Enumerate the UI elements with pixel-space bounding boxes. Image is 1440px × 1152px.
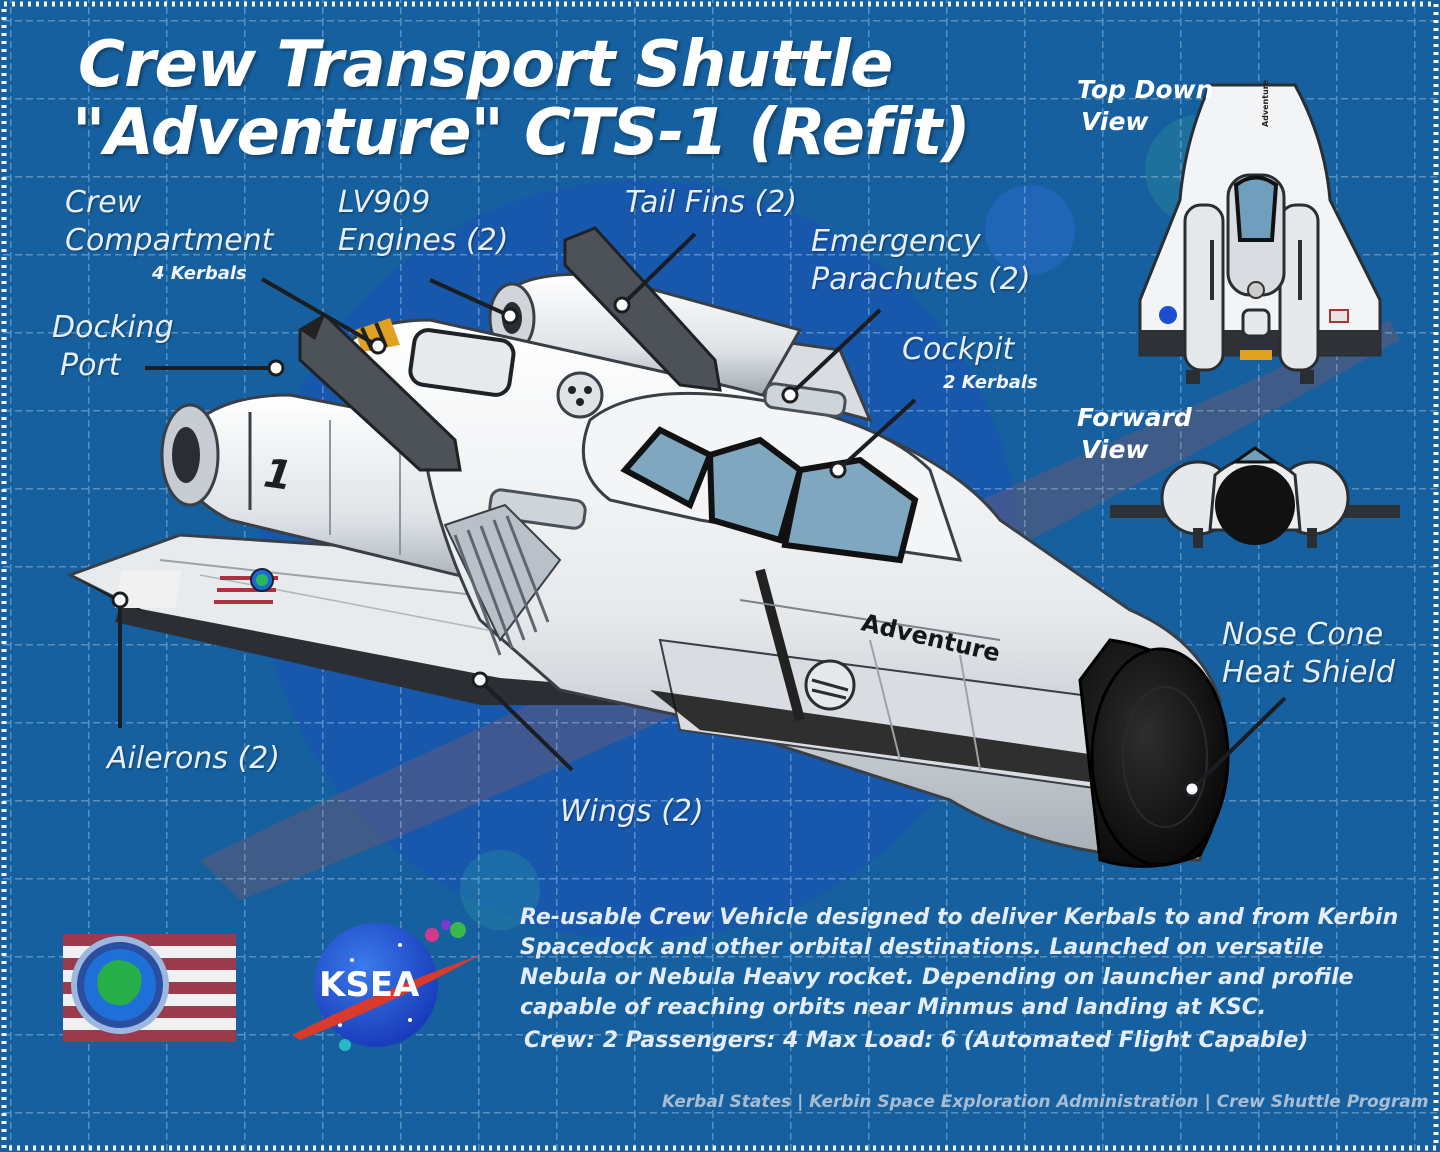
callout-crew-sub: 4 Kerbals — [152, 263, 247, 284]
callout-lines — [118, 232, 1287, 791]
callout-nose-line1: Nose Cone — [1222, 617, 1384, 652]
footer-credit: Kerbal States | Kerbin Space Exploration… — [662, 1092, 1429, 1112]
tail-fin-right — [563, 226, 722, 392]
callout-crew-line2: Compartment — [65, 223, 274, 258]
callout-wings: Wings (2) — [560, 794, 704, 829]
shuttle-illustration — [66, 226, 1287, 868]
ksea-logo-text: KSEA — [319, 965, 420, 1005]
view-label-top-down-line1: Top Down — [1077, 75, 1214, 104]
forward-view-illustration — [1110, 446, 1400, 548]
callout-nose-line2: Heat Shield — [1222, 655, 1395, 690]
top-down-view-illustration — [1138, 83, 1382, 384]
callout-ailerons: Ailerons (2) — [107, 741, 281, 776]
view-label-top-down-line2: View — [1081, 107, 1149, 136]
callout-engines-line2: Engines (2) — [338, 223, 509, 258]
view-label-forward-line2: View — [1081, 435, 1149, 464]
top-view-name-marking: Adventure — [1261, 79, 1270, 127]
callout-tail-fins: Tail Fins (2) — [625, 185, 798, 220]
wing-flag-icon — [114, 568, 278, 608]
ksea-logo-icon — [292, 920, 480, 1051]
stats-text: Crew: 2 Passengers: 4 Max Load: 6 (Autom… — [524, 1028, 1309, 1053]
title-line-2: "Adventure" CTS-1 (Refit) — [72, 96, 971, 170]
callout-crew-line1: Crew — [65, 185, 142, 220]
callout-engines-line1: LV909 — [338, 185, 431, 220]
callout-parachutes-line2: Parachutes (2) — [811, 262, 1031, 297]
callout-docking-line2: Port — [60, 348, 121, 383]
kerbal-states-flag-icon — [63, 934, 236, 1042]
callout-parachutes-line1: Emergency — [811, 224, 981, 259]
fuselage — [327, 318, 1222, 862]
callout-cockpit: Cockpit — [902, 332, 1015, 367]
nose-heat-shield — [1078, 638, 1230, 868]
callout-docking-line1: Docking — [52, 310, 174, 345]
view-label-forward-line1: Forward — [1077, 403, 1192, 432]
callout-cockpit-sub: 2 Kerbals — [943, 372, 1038, 393]
description-text: Re-usable Crew Vehicle designed to deliv… — [520, 905, 1399, 1020]
title-line-1: Crew Transport Shuttle — [78, 28, 893, 102]
callout-dots — [111, 296, 1201, 798]
engine-ribs — [443, 503, 562, 656]
